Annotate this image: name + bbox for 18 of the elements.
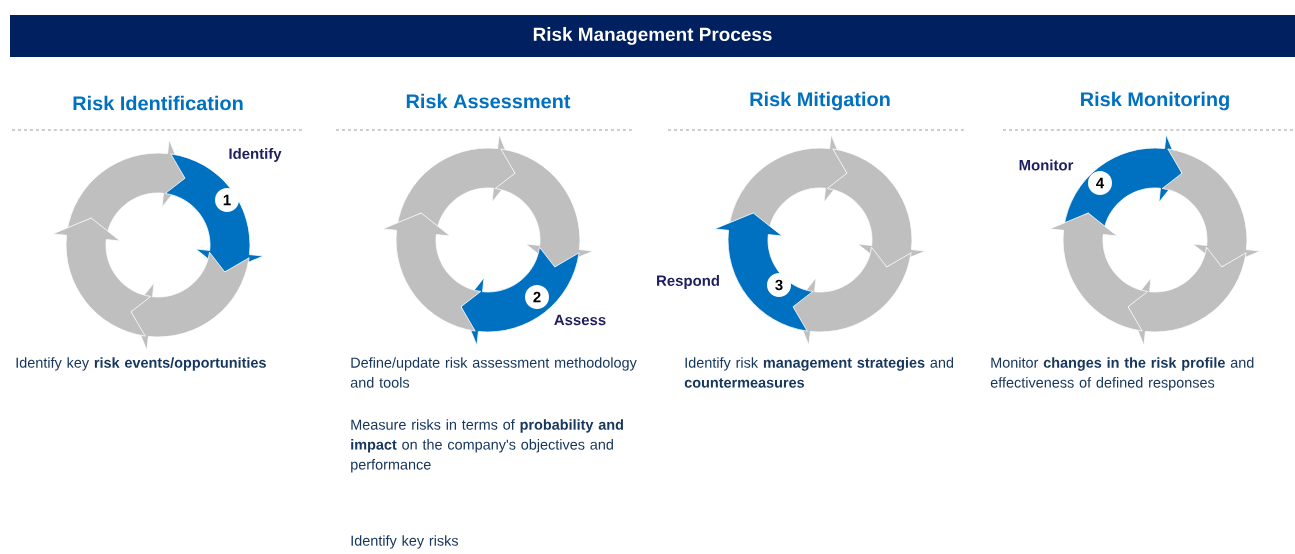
number-badge: 2 bbox=[525, 285, 549, 309]
number-badge: 4 bbox=[1088, 171, 1112, 195]
node-label: 1 bbox=[223, 194, 231, 206]
description-text: Monitor changes in the risk profile and effectiveness of defined responses bbox=[990, 357, 1254, 391]
description-text: Identify risk management strategies and countermeasures bbox=[684, 357, 954, 388]
column-heading: Risk Mitigation bbox=[750, 91, 890, 111]
step-label: Assess bbox=[554, 314, 606, 326]
description-text: Identify key risk events/opportunities bbox=[16, 357, 266, 371]
step-label: Respond bbox=[657, 275, 719, 289]
title-banner: Risk Management Process bbox=[10, 15, 1295, 57]
number-badge: 3 bbox=[767, 273, 791, 297]
number-badge: 1 bbox=[215, 188, 239, 212]
description-text: Identify key risks bbox=[351, 535, 459, 549]
step-label: Identify bbox=[229, 148, 282, 162]
description-text: Measure risks in terms of probability and impact on the company's objectives and performance bbox=[351, 419, 623, 473]
node-label: 3 bbox=[775, 279, 783, 291]
step-label: Monitor bbox=[1019, 159, 1074, 171]
column-heading: Risk Assessment bbox=[406, 93, 571, 109]
